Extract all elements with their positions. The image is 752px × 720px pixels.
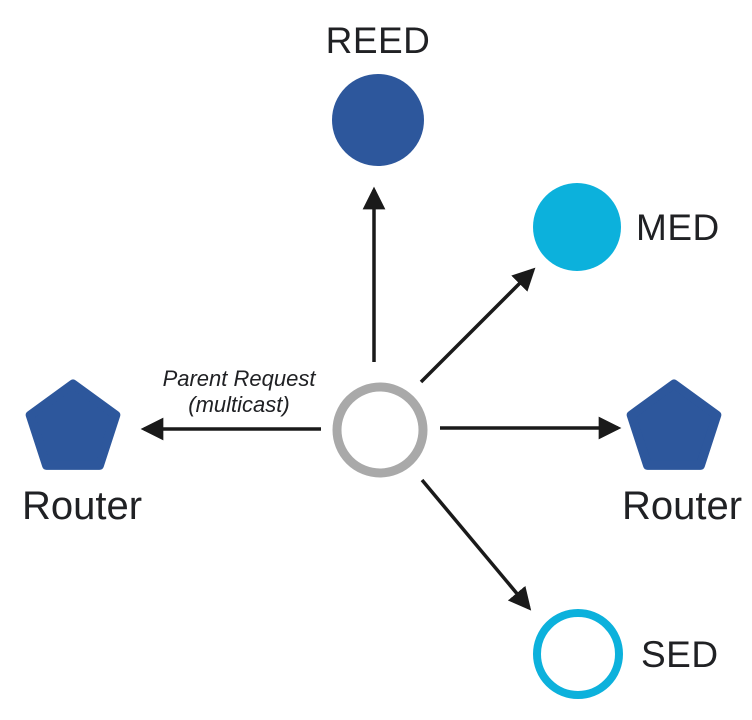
sed-node — [533, 609, 623, 699]
router-right-node — [626, 379, 722, 470]
reed-node — [332, 74, 424, 166]
med-label: MED — [636, 207, 720, 248]
joining-device-node — [332, 382, 428, 478]
router-left-label: Router — [22, 484, 142, 528]
parent-request-annotation-line2: (multicast) — [188, 392, 289, 417]
parent-request-annotation-line1: Parent Request — [163, 366, 317, 391]
arrow-center-to-sed — [420, 478, 532, 611]
multicast-arrows — [140, 186, 622, 611]
arrow-center-to-med — [419, 267, 536, 384]
router-left-node — [25, 379, 121, 470]
reed-label: REED — [326, 20, 431, 61]
router-right-label: Router — [622, 484, 742, 528]
sed-label: SED — [641, 634, 719, 675]
med-node — [533, 183, 621, 271]
